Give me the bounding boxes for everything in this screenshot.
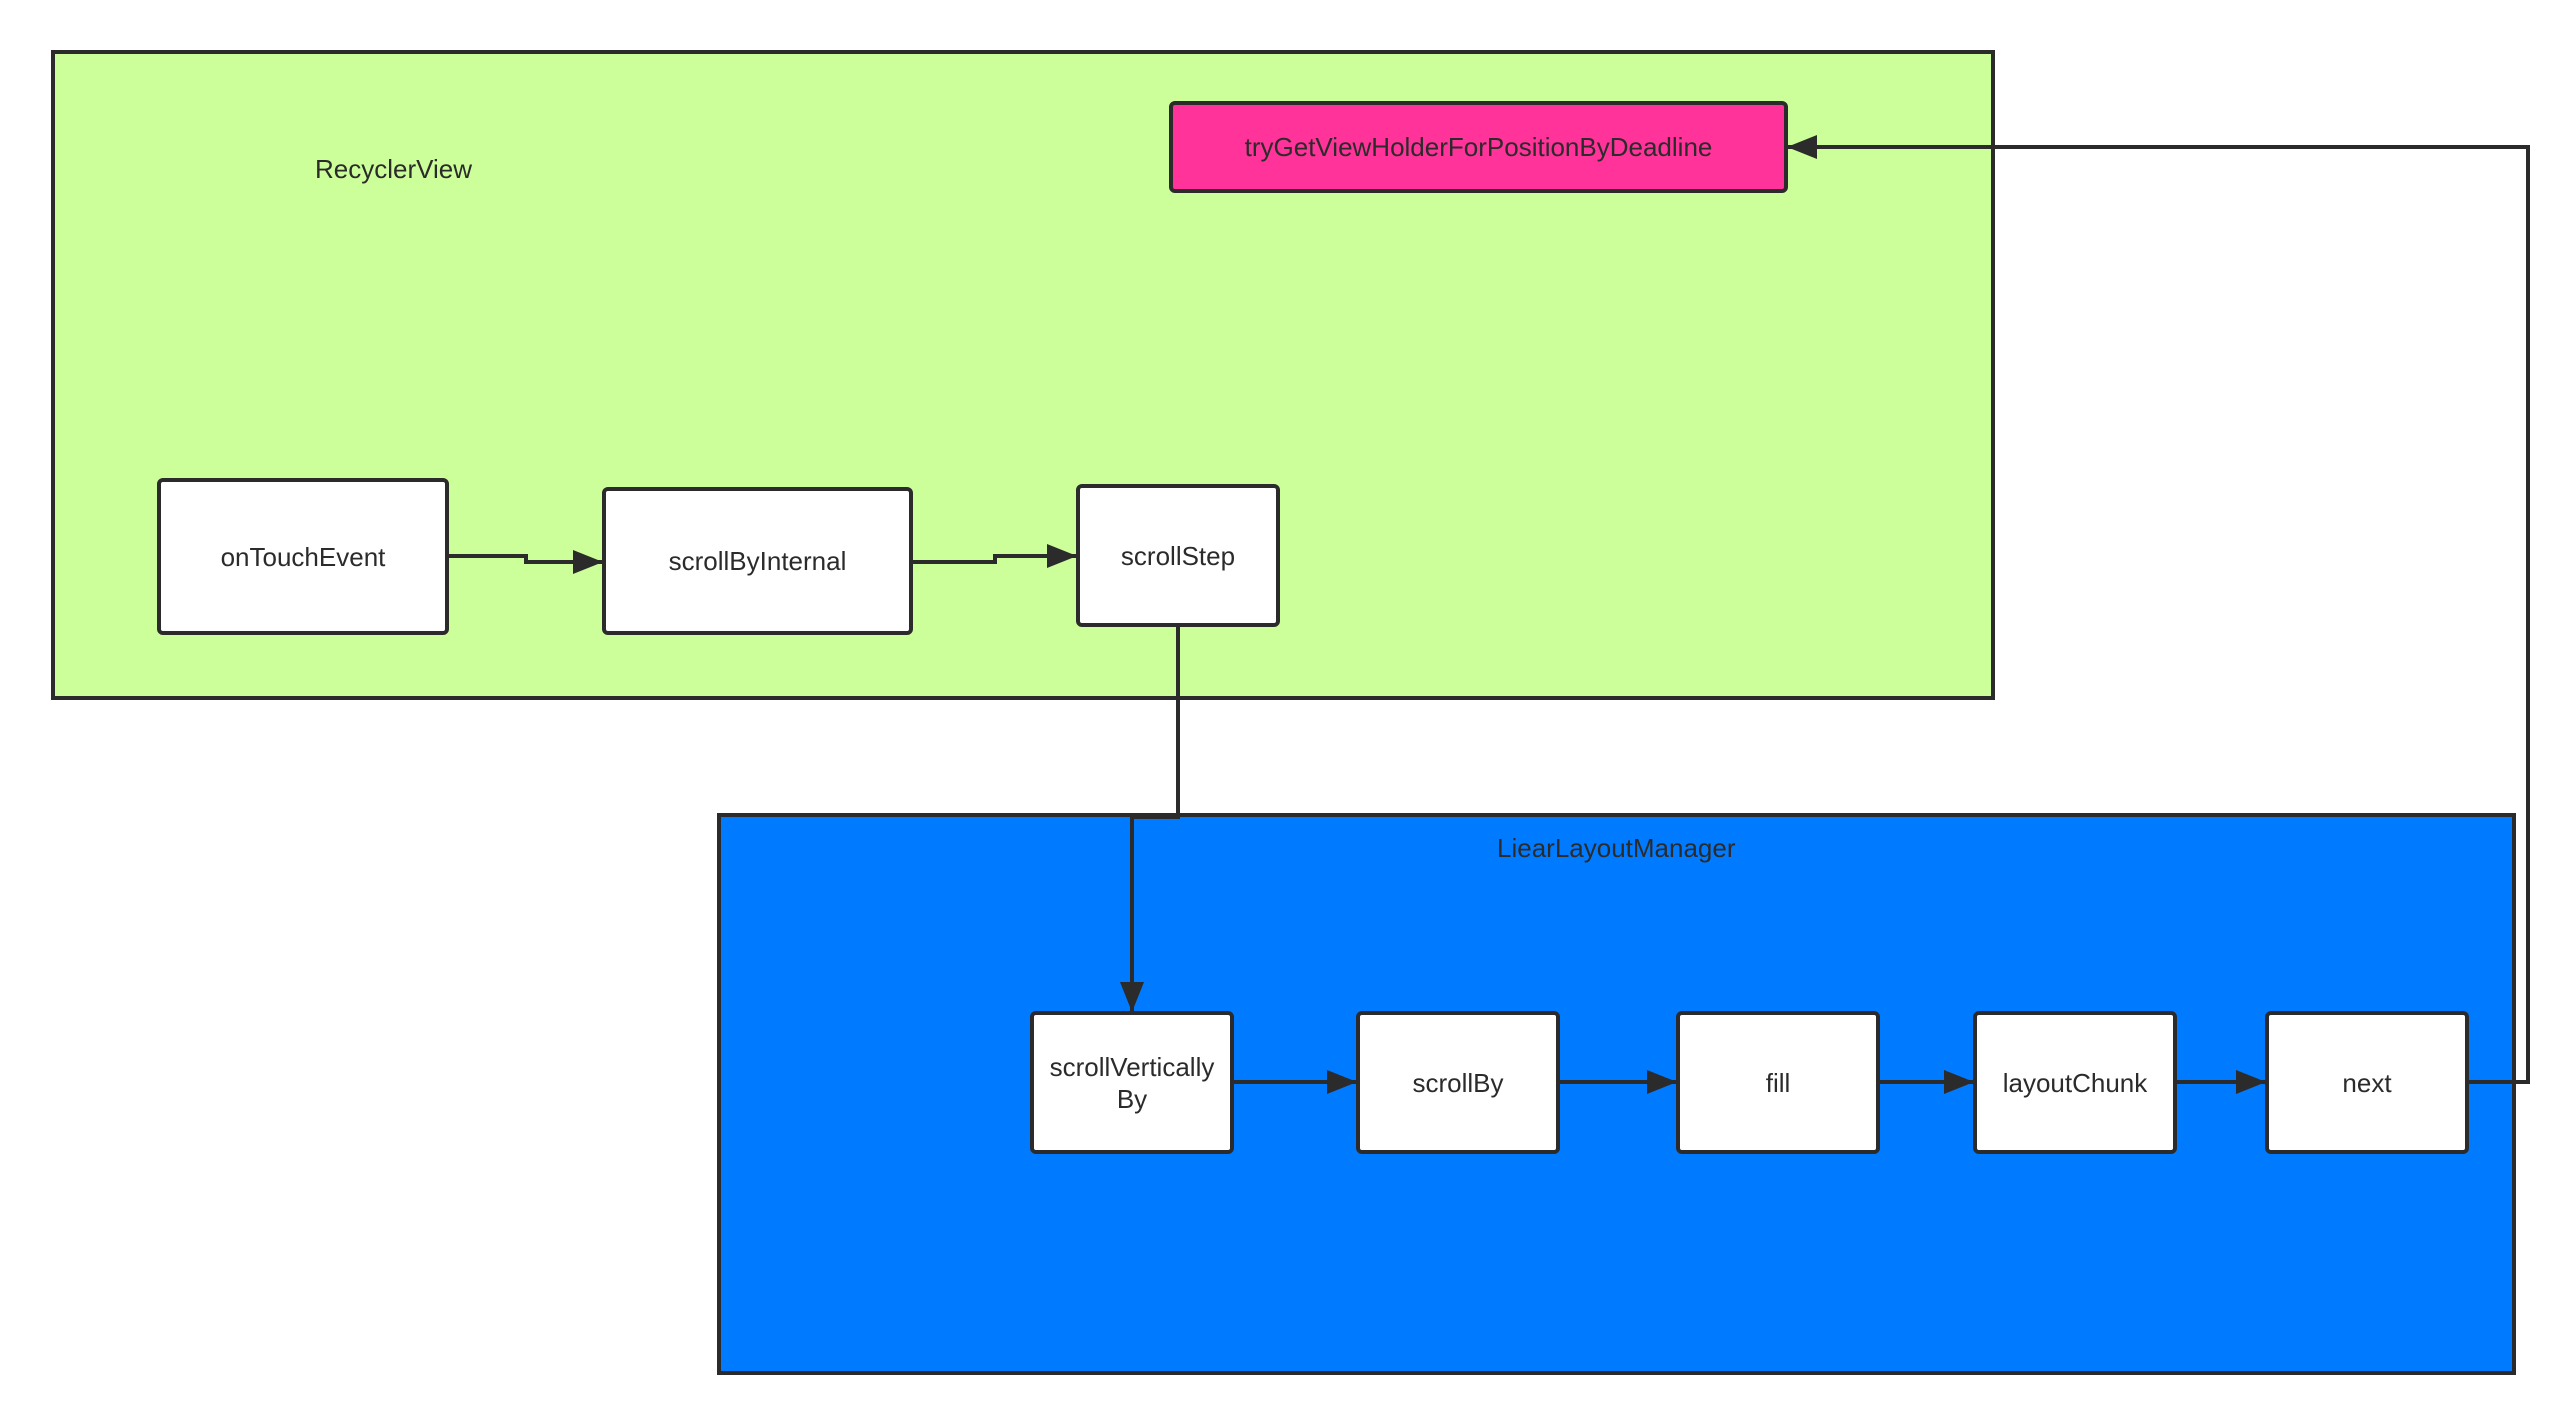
node-label: layoutChunk xyxy=(2002,1067,2148,1098)
node-fill[interactable]: fill xyxy=(1676,1011,1880,1154)
node-on-touch-event[interactable]: onTouchEvent xyxy=(157,478,449,635)
node-label: scrollByInternal xyxy=(668,546,847,576)
node-scroll-by[interactable]: scrollBy xyxy=(1356,1011,1560,1154)
node-try-get-view-holder[interactable]: tryGetViewHolderForPositionByDeadline xyxy=(1169,101,1788,193)
layout-manager-label: LiearLayoutManager xyxy=(1497,833,1736,863)
node-scroll-step[interactable]: scrollStep xyxy=(1076,484,1280,627)
recycler-view-label: RecyclerView xyxy=(315,154,473,184)
node-scroll-by-internal[interactable]: scrollByInternal xyxy=(602,487,913,635)
node-layout-chunk[interactable]: layoutChunk xyxy=(1973,1011,2177,1154)
node-label: tryGetViewHolderForPositionByDeadline xyxy=(1244,132,1713,162)
node-label: scrollStep xyxy=(1120,540,1236,571)
node-label: next xyxy=(2342,1067,2392,1098)
node-next[interactable]: next xyxy=(2265,1011,2469,1154)
node-label: scrollBy xyxy=(1412,1067,1504,1098)
node-label: onTouchEvent xyxy=(220,541,386,572)
node-scroll-vertically-by[interactable]: scrollVerticallyBy xyxy=(1030,1011,1234,1154)
layout-manager-container xyxy=(717,813,2516,1375)
node-label: fill xyxy=(1765,1067,1791,1098)
node-label: scrollVerticallyBy xyxy=(1049,1051,1215,1114)
